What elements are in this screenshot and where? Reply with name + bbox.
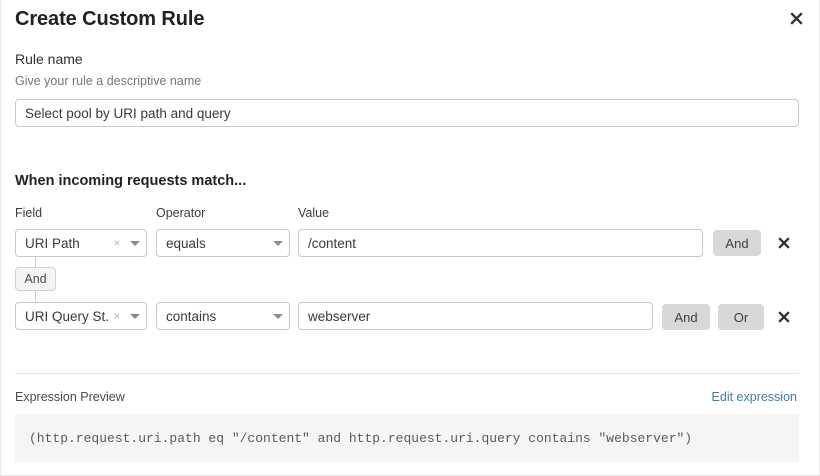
operator-select-value-row-1: equals bbox=[166, 235, 206, 251]
operator-select-row-1[interactable]: equals bbox=[156, 229, 290, 257]
expression-preview-code: (http.request.uri.path eq "/content" and… bbox=[15, 414, 799, 462]
logical-connector-and[interactable]: And bbox=[15, 267, 56, 291]
column-header-field: Field bbox=[15, 206, 43, 220]
clear-icon[interactable]: × bbox=[113, 236, 121, 250]
delete-row-button-row-1[interactable] bbox=[773, 232, 795, 254]
match-section-heading: When incoming requests match... bbox=[15, 173, 247, 189]
field-select-value-row-1: URI Path bbox=[25, 235, 80, 251]
column-header-operator: Operator bbox=[156, 206, 206, 220]
connector-line-top bbox=[35, 257, 36, 267]
operator-select-row-2[interactable]: contains bbox=[156, 302, 290, 330]
value-input-row-2[interactable] bbox=[298, 302, 653, 330]
chevron-down-icon[interactable] bbox=[124, 240, 146, 246]
delete-row-button-row-2[interactable] bbox=[773, 306, 795, 328]
field-select-value-row-2: URI Query St... bbox=[25, 308, 110, 324]
operator-select-value-row-2: contains bbox=[166, 308, 217, 324]
section-divider bbox=[15, 373, 799, 374]
connector-line-bottom bbox=[35, 291, 36, 302]
rule-name-label: Rule name bbox=[15, 51, 83, 67]
field-select-row-2[interactable]: URI Query St... × bbox=[15, 302, 147, 330]
chevron-down-icon[interactable] bbox=[267, 240, 289, 246]
close-icon[interactable] bbox=[783, 5, 809, 31]
chevron-down-icon[interactable] bbox=[267, 313, 289, 319]
chevron-down-icon[interactable] bbox=[124, 313, 146, 319]
field-select-row-1[interactable]: URI Path × bbox=[15, 229, 147, 257]
clear-icon[interactable]: × bbox=[113, 309, 121, 323]
edit-expression-link[interactable]: Edit expression bbox=[711, 390, 797, 404]
expression-preview-label: Expression Preview bbox=[15, 390, 125, 404]
rule-name-help-text: Give your rule a descriptive name bbox=[15, 74, 202, 88]
value-input-row-1[interactable] bbox=[298, 229, 703, 257]
add-and-condition-button-row-2[interactable]: And bbox=[662, 304, 710, 330]
column-header-value: Value bbox=[298, 206, 330, 220]
rule-name-input[interactable] bbox=[15, 99, 799, 127]
add-and-condition-button-row-1[interactable]: And bbox=[713, 230, 761, 256]
add-or-condition-button-row-2[interactable]: Or bbox=[718, 304, 764, 330]
page-title: Create Custom Rule bbox=[15, 8, 205, 30]
